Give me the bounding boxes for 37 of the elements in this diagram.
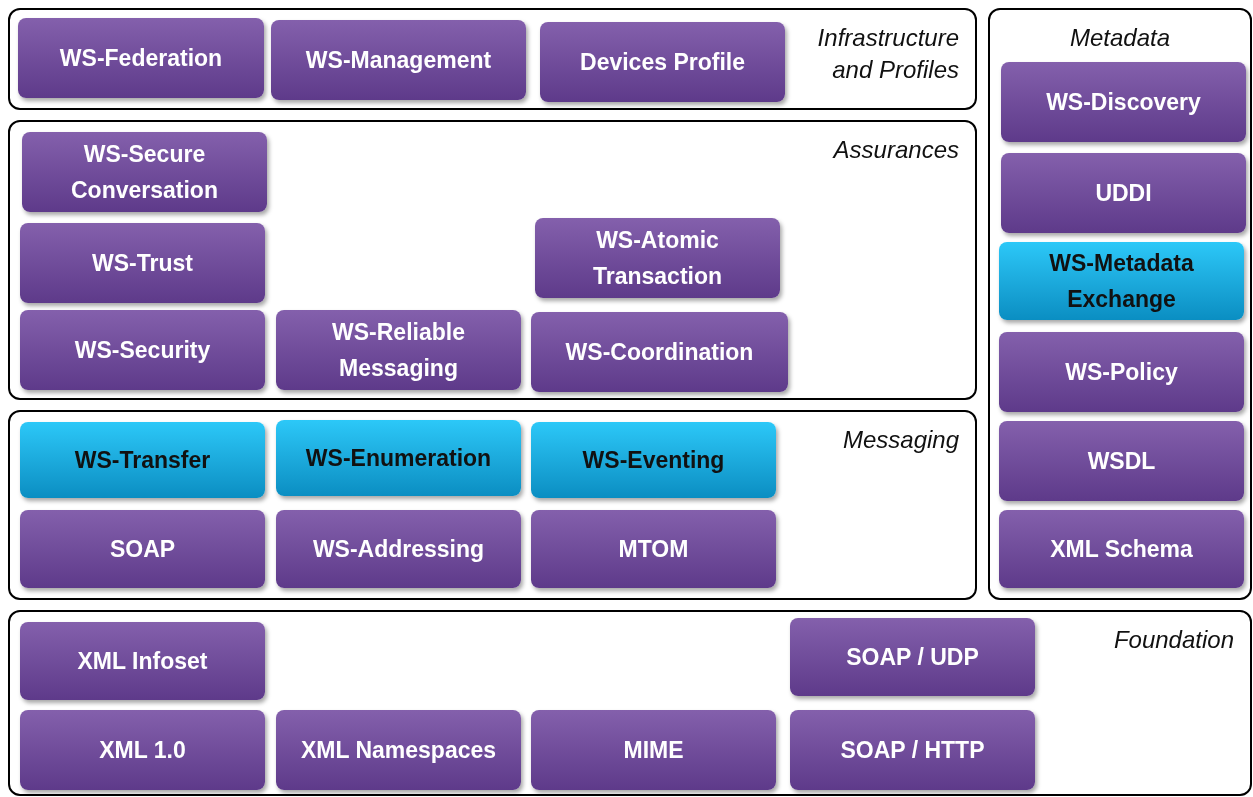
layer-heading: Metadata [1068,23,1172,53]
standard-box: WS-Policy [999,332,1244,412]
standard-box: WS-Transfer [20,422,265,498]
standard-box: WS-Reliable Messaging [276,310,521,390]
layer-panel [988,8,1252,600]
layer-panel [8,610,1252,796]
layer-heading: Messaging [842,425,959,455]
standard-box: WS-Management [271,20,526,100]
standard-box: Devices Profile [540,22,785,102]
layer-heading: Assurances [833,135,959,165]
standard-box: SOAP / UDP [790,618,1035,696]
standard-box: WS-Security [20,310,265,390]
standard-box: UDDI [1001,153,1246,233]
layer-panel [8,410,977,600]
standard-box: XML 1.0 [20,710,265,790]
standard-box: WSDL [999,421,1244,501]
standard-box: WS-Atomic Transaction [535,218,780,298]
standard-box: WS-Federation [18,18,264,98]
standard-box: WS-Secure Conversation [22,132,267,212]
standard-box: WS-Eventing [531,422,776,498]
standard-box: XML Namespaces [276,710,521,790]
standard-box: WS-Discovery [1001,62,1246,142]
standard-box: WS-Trust [20,223,265,303]
layer-heading: Foundation [1113,625,1234,655]
standard-box: XML Schema [999,510,1244,588]
layer-heading: Infrastructure and Profiles [816,23,959,85]
standard-box: WS-Enumeration [276,420,521,496]
standard-box: WS-Metadata Exchange [999,242,1244,320]
standard-box: WS-Addressing [276,510,521,588]
standard-box: SOAP / HTTP [790,710,1035,790]
standard-box: WS-Coordination [531,312,788,392]
standard-box: MIME [531,710,776,790]
standard-box: MTOM [531,510,776,588]
layer-panel [8,8,977,110]
standard-box: XML Infoset [20,622,265,700]
standard-box: SOAP [20,510,265,588]
layer-panel [8,120,977,400]
